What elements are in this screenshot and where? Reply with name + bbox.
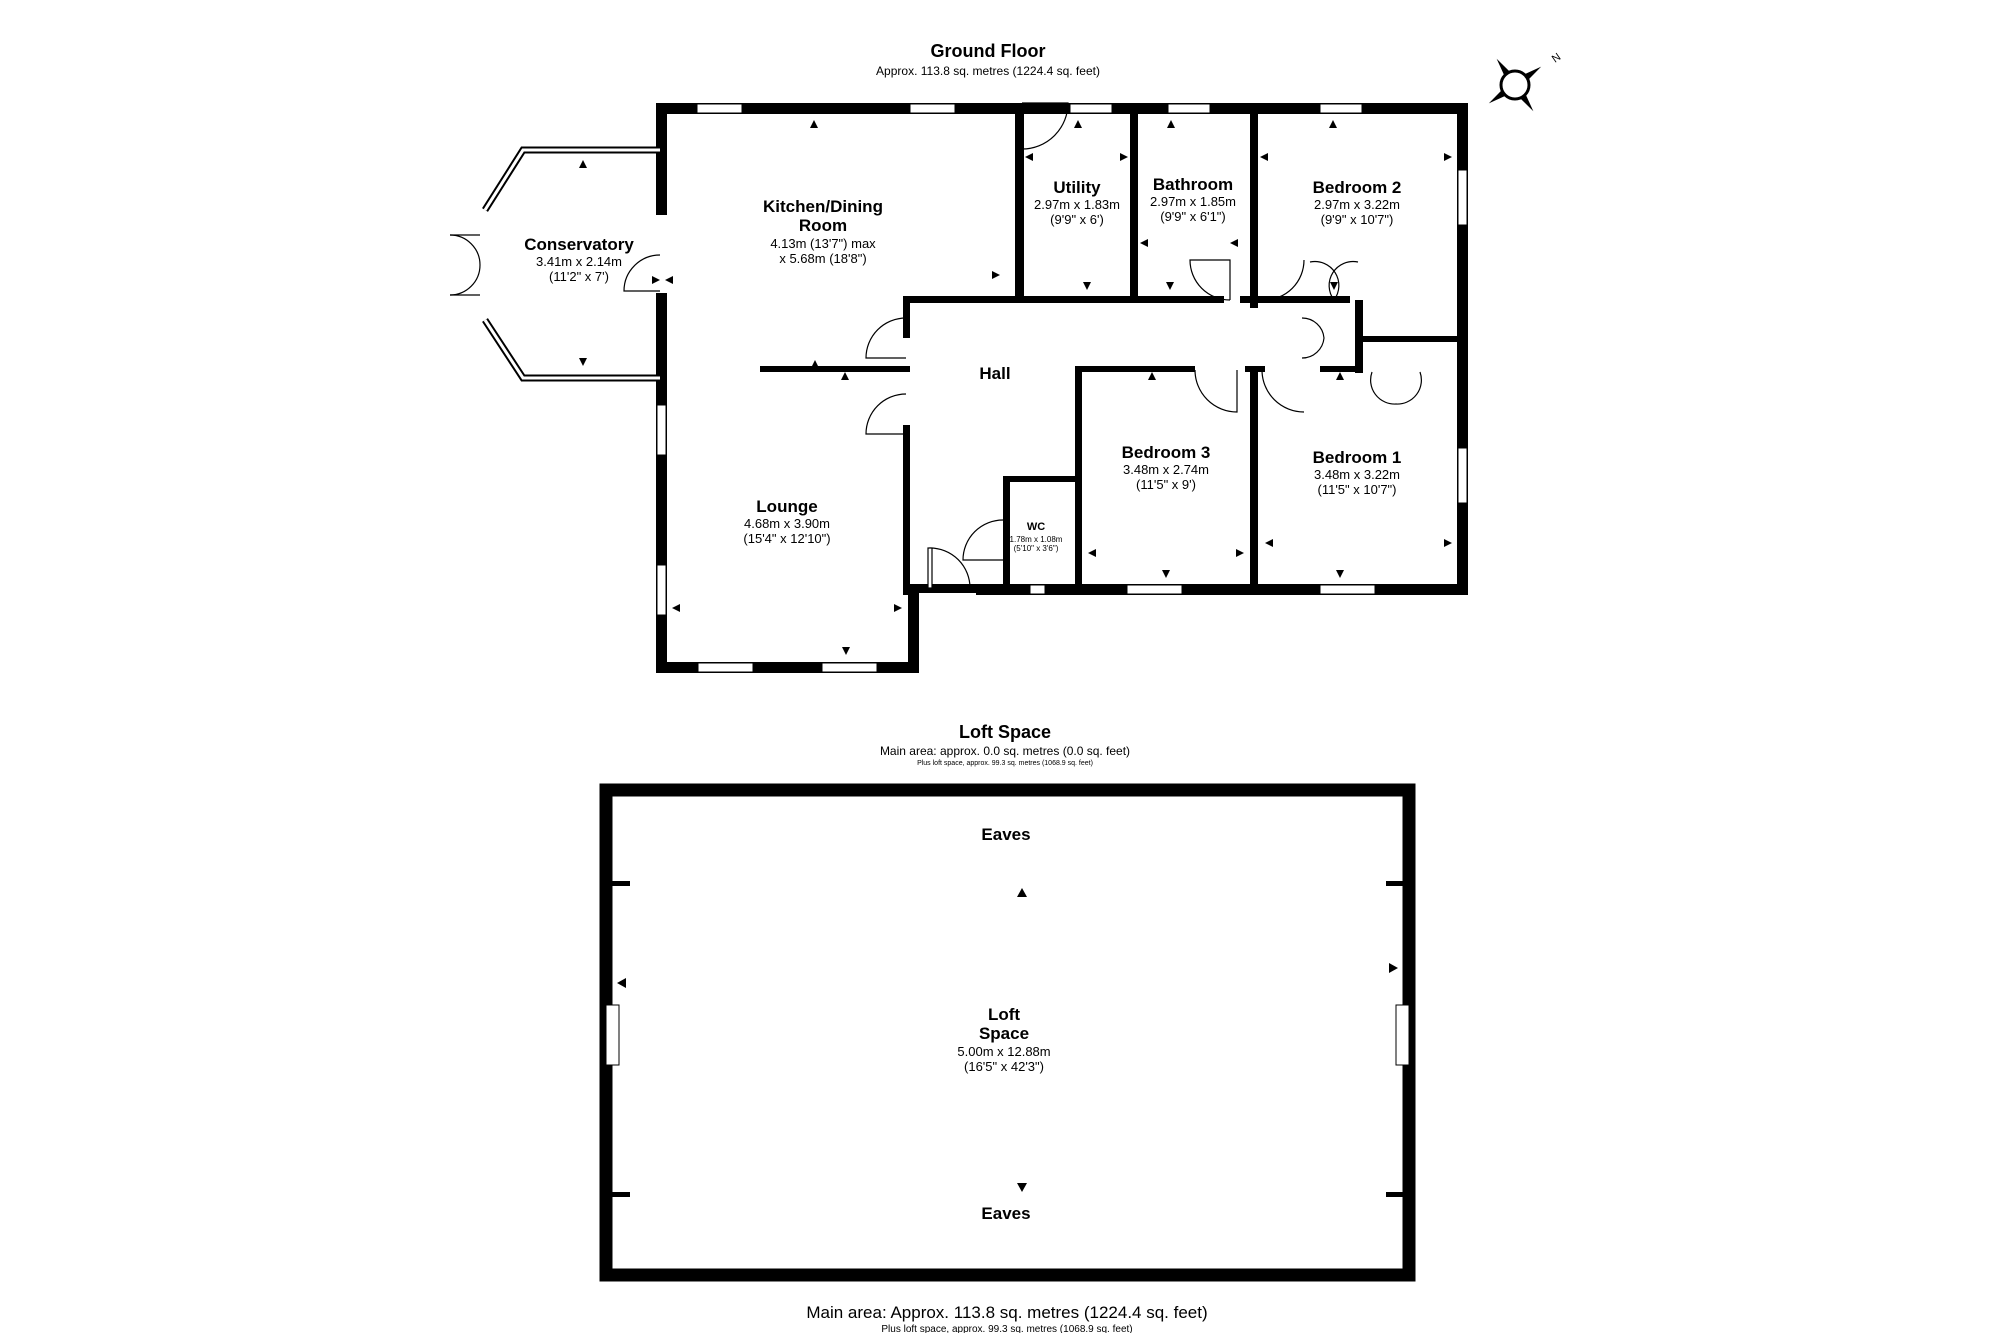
ground-floor-walls bbox=[656, 103, 1468, 673]
footer-plus-loft: Plus loft space, approx. 99.3 sq. metres… bbox=[881, 1324, 1132, 1333]
room-dim-imperial: (15'4" x 12'10") bbox=[743, 531, 830, 546]
door-swings bbox=[449, 102, 1422, 589]
room-wc: WC 1.78m x 1.08m (5'10" x 3'6") bbox=[1010, 521, 1063, 553]
loft-walls bbox=[599, 783, 1416, 1282]
room-dim-imperial: (9'9" x 6'1") bbox=[1160, 209, 1226, 224]
room-bedroom-1: Bedroom 1 3.48m x 3.22m (11'5" x 10'7") bbox=[1313, 448, 1402, 497]
loft-eaves-top: Eaves bbox=[981, 825, 1030, 844]
room-dim-metric: 2.97m x 1.85m bbox=[1150, 194, 1236, 209]
ground-floor-area: Approx. 113.8 sq. metres (1224.4 sq. fee… bbox=[876, 64, 1100, 78]
loft-title: Loft Space bbox=[959, 722, 1051, 742]
room-name-line2: Room bbox=[799, 216, 847, 235]
room-name-line1: Kitchen/Dining bbox=[763, 197, 883, 216]
room-dim-imperial: (11'5" x 10'7") bbox=[1318, 482, 1397, 497]
room-dim-metric: 2.97m x 1.83m bbox=[1034, 197, 1120, 212]
room-name: Bedroom 3 bbox=[1122, 443, 1211, 462]
room-name: Hall bbox=[979, 364, 1010, 383]
room-name: Utility bbox=[1053, 178, 1101, 197]
room-dim-metric: 5.00m x 12.88m bbox=[957, 1044, 1050, 1059]
room-name: Bedroom 1 bbox=[1313, 448, 1402, 467]
room-utility: Utility 2.97m x 1.83m (9'9" x 6') bbox=[1034, 178, 1120, 227]
room-dim-metric: 3.48m x 3.22m bbox=[1314, 467, 1400, 482]
room-name: Conservatory bbox=[524, 235, 634, 254]
room-lounge: Lounge 4.68m x 3.90m (15'4" x 12'10") bbox=[743, 497, 830, 546]
loft-main-area: Main area: approx. 0.0 sq. metres (0.0 s… bbox=[880, 744, 1130, 758]
room-dim-imperial: (16'5" x 42'3") bbox=[964, 1059, 1044, 1074]
compass-icon: N bbox=[1488, 51, 1563, 112]
room-dim-imperial: (5'10" x 3'6") bbox=[1014, 544, 1059, 553]
room-dim-imperial: (9'9" x 6') bbox=[1050, 212, 1104, 227]
room-dim-imperial: (9'9" x 10'7") bbox=[1321, 212, 1394, 227]
room-name-line2: Space bbox=[979, 1024, 1029, 1043]
room-dim-metric: 1.78m x 1.08m bbox=[1010, 535, 1063, 544]
footer-main-area: Main area: Approx. 113.8 sq. metres (122… bbox=[806, 1303, 1207, 1322]
room-name: Lounge bbox=[756, 497, 817, 516]
room-dim-line2: x 5.68m (18'8") bbox=[779, 251, 866, 266]
room-name-line1: Loft bbox=[988, 1005, 1020, 1024]
room-dim-metric: 3.48m x 2.74m bbox=[1123, 462, 1209, 477]
room-kitchen: Kitchen/Dining Room 4.13m (13'7") max x … bbox=[763, 197, 883, 266]
room-dim-imperial: (11'5" x 9') bbox=[1136, 477, 1196, 492]
conservatory-outline bbox=[482, 146, 660, 382]
compass-north-letter: N bbox=[1550, 51, 1563, 65]
loft-plus-space: Plus loft space, approx. 99.3 sq. metres… bbox=[917, 760, 1093, 767]
room-loft: Loft Space 5.00m x 12.88m (16'5" x 42'3"… bbox=[957, 1005, 1050, 1074]
room-conservatory: Conservatory 3.41m x 2.14m (11'2" x 7') bbox=[524, 235, 634, 284]
ground-floor-windows bbox=[656, 103, 1468, 673]
room-dim-metric: 4.68m x 3.90m bbox=[744, 516, 830, 531]
room-name: Bedroom 2 bbox=[1313, 178, 1402, 197]
room-bedroom-3: Bedroom 3 3.48m x 2.74m (11'5" x 9') bbox=[1122, 443, 1211, 492]
room-dim-metric: 3.41m x 2.14m bbox=[536, 254, 622, 269]
room-name: WC bbox=[1027, 521, 1045, 533]
loft-eaves-bottom: Eaves bbox=[981, 1204, 1030, 1223]
room-name: Bathroom bbox=[1153, 175, 1233, 194]
ground-floor-title: Ground Floor bbox=[931, 41, 1046, 61]
room-bedroom-2: Bedroom 2 2.97m x 3.22m (9'9" x 10'7") bbox=[1313, 178, 1402, 227]
room-dim-imperial: (11'2" x 7') bbox=[549, 269, 609, 284]
room-dim-metric: 2.97m x 3.22m bbox=[1314, 197, 1400, 212]
room-dim-line1: 4.13m (13'7") max bbox=[770, 236, 876, 251]
room-hall: Hall bbox=[979, 364, 1010, 383]
room-bathroom: Bathroom 2.97m x 1.85m (9'9" x 6'1") bbox=[1150, 175, 1236, 224]
ground-floor-arrows bbox=[579, 120, 1452, 655]
